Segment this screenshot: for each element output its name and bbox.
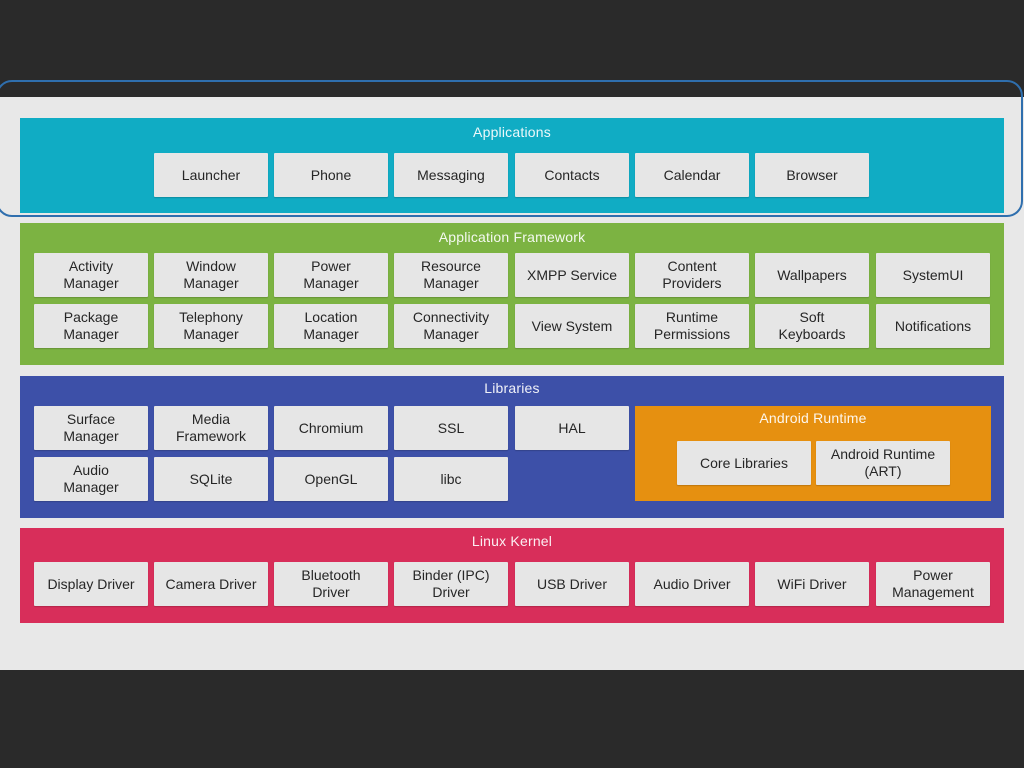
kernel-camera-driver: Camera Driver — [154, 562, 268, 606]
lib-media-framework: Media Framework — [154, 406, 268, 450]
fw-view-system: View System — [515, 304, 629, 348]
fw-runtime-permissions: Runtime Permissions — [635, 304, 749, 348]
kernel-wifi-driver: WiFi Driver — [755, 562, 869, 606]
app-browser: Browser — [755, 153, 869, 197]
kernel-power-management: Power Management — [876, 562, 990, 606]
lib-sqlite: SQLite — [154, 457, 268, 501]
lib-hal: HAL — [515, 406, 629, 450]
fw-telephony-manager: Telephony Manager — [154, 304, 268, 348]
fw-resource-manager: Resource Manager — [394, 253, 508, 297]
fw-connectivity-manager: Connectivity Manager — [394, 304, 508, 348]
android-runtime-title: Android Runtime — [759, 410, 867, 426]
lib-chromium: Chromium — [274, 406, 388, 450]
kernel-binder-ipc-driver: Binder (IPC) Driver — [394, 562, 508, 606]
app-calendar: Calendar — [635, 153, 749, 197]
rt-android-runtime-art: Android Runtime (ART) — [816, 441, 950, 485]
fw-window-manager: Window Manager — [154, 253, 268, 297]
lib-libc: libc — [394, 457, 508, 501]
fw-activity-manager: Activity Manager — [34, 253, 148, 297]
linux-kernel-layer: Linux Kernel Display Driver Camera Drive… — [20, 528, 1004, 623]
fw-content-providers: Content Providers — [635, 253, 749, 297]
kernel-usb-driver: USB Driver — [515, 562, 629, 606]
rt-core-libraries: Core Libraries — [677, 441, 811, 485]
app-launcher: Launcher — [154, 153, 268, 197]
android-runtime-block: Android Runtime Core Libraries Android R… — [635, 406, 991, 501]
lib-ssl: SSL — [394, 406, 508, 450]
fw-notifications: Notifications — [876, 304, 990, 348]
lib-audio-manager: Audio Manager — [34, 457, 148, 501]
applications-layer-title: Applications — [473, 124, 551, 140]
lib-surface-manager: Surface Manager — [34, 406, 148, 450]
fw-xmpp-service: XMPP Service — [515, 253, 629, 297]
kernel-bluetooth-driver: Bluetooth Driver — [274, 562, 388, 606]
applications-layer: Applications Launcher Phone Messaging Co… — [20, 118, 1004, 213]
libraries-layer: Libraries Surface Manager Media Framewor… — [20, 376, 1004, 518]
libraries-layer-title: Libraries — [484, 380, 540, 396]
framework-layer: Application Framework Activity Manager W… — [20, 223, 1004, 365]
architecture-diagram: Applications Launcher Phone Messaging Co… — [0, 97, 1024, 670]
lib-opengl: OpenGL — [274, 457, 388, 501]
app-messaging: Messaging — [394, 153, 508, 197]
linux-kernel-title: Linux Kernel — [471, 533, 553, 549]
fw-package-manager: Package Manager — [34, 304, 148, 348]
fw-soft-keyboards: Soft Keyboards — [755, 304, 869, 348]
app-contacts: Contacts — [515, 153, 629, 197]
framework-layer-title: Application Framework — [438, 229, 586, 245]
kernel-display-driver: Display Driver — [34, 562, 148, 606]
kernel-audio-driver: Audio Driver — [635, 562, 749, 606]
fw-location-manager: Location Manager — [274, 304, 388, 348]
fw-wallpapers: Wallpapers — [755, 253, 869, 297]
fw-systemui: SystemUI — [876, 253, 990, 297]
fw-power-manager: Power Manager — [274, 253, 388, 297]
app-phone: Phone — [274, 153, 388, 197]
